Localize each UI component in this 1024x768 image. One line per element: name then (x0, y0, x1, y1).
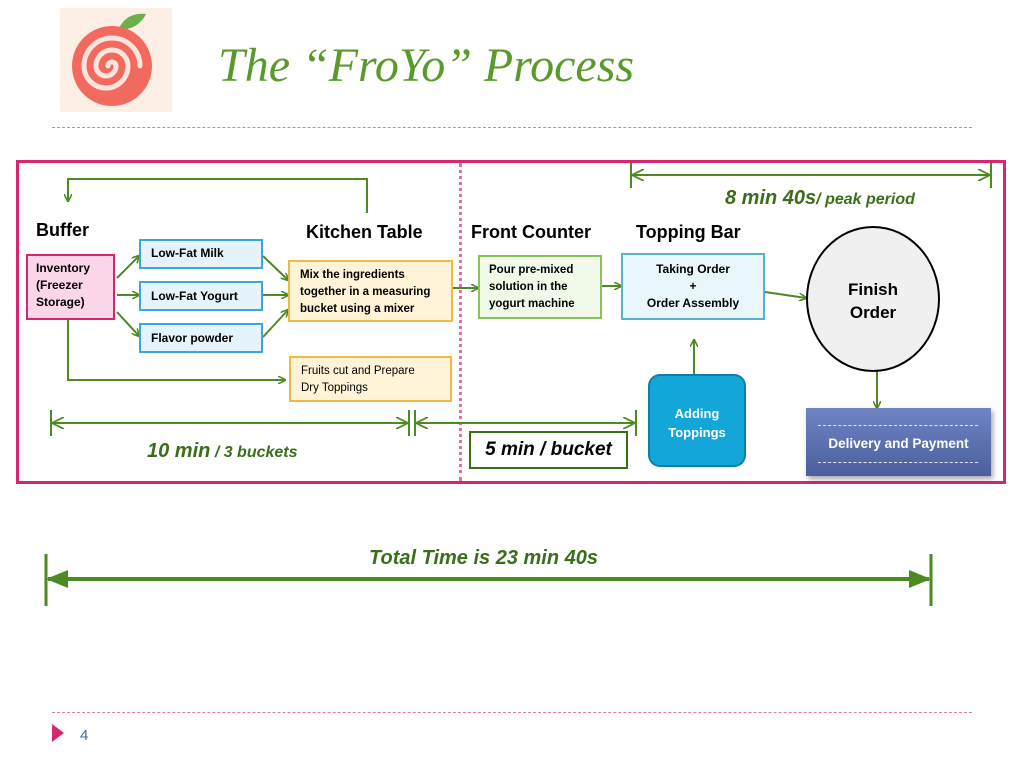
low-fat-yogurt-box: Low-Fat Yogurt (139, 281, 263, 311)
page-number: 4 (80, 727, 89, 744)
taking-order-line-1: Taking Order (656, 262, 730, 276)
taking-order-line-3: Order Assembly (646, 296, 740, 310)
front-counter-time-label: 5 min / bucket (485, 439, 612, 460)
timeline-kitchen (50, 410, 410, 436)
arrow-inventory-fruits (67, 318, 285, 380)
heading-buffer: Buffer (36, 220, 89, 240)
top-divider (52, 127, 972, 128)
topping-time-sub: / peak period (816, 191, 915, 208)
adding-toppings-line-2: Toppings (668, 425, 726, 440)
heading-kitchen-table: Kitchen Table (306, 222, 423, 242)
inventory-line-2: (Freezer (36, 278, 83, 292)
adding-toppings-line-1: Adding (674, 406, 720, 421)
arrow-milk-mix (262, 255, 288, 280)
kitchen-time-label: 10 min / 3 buckets (147, 440, 298, 463)
flavor-powder-box: Flavor powder (139, 323, 263, 353)
timeline-topping (630, 163, 992, 188)
low-fat-milk-box: Low-Fat Milk (139, 239, 263, 269)
arrow-flavor-mix (262, 310, 288, 338)
heading-topping-bar: Topping Bar (636, 222, 741, 242)
kitchen-time-main: 10 min (147, 440, 211, 462)
fruits-box: Fruits cut and Prepare Dry Toppings (289, 356, 452, 402)
delivery-bottom-rule (818, 462, 978, 463)
pour-box: Pour pre-mixed solution in the yogurt ma… (478, 255, 602, 319)
delivery-box: Delivery and Payment (806, 408, 991, 476)
pour-line-1: Pour pre-mixed (489, 264, 574, 276)
adding-toppings-box: Adding Toppings (648, 374, 746, 467)
mix-line-3: bucket using a mixer (300, 303, 415, 315)
mix-line-1: Mix the ingredients (300, 269, 405, 281)
heading-front-counter: Front Counter (471, 222, 591, 242)
arrow-inventory-milk (116, 256, 139, 279)
mix-line-2: together in a measuring (300, 286, 431, 298)
pour-line-2: solution in the (489, 281, 568, 293)
mix-ingredients-box: Mix the ingredients together in a measur… (288, 260, 453, 322)
timeline-total (44, 554, 933, 606)
arrow-order-finish (764, 291, 806, 298)
bottom-divider (52, 712, 972, 713)
finish-order-line-1: Finish (847, 280, 899, 299)
fruits-line-2: Dry Toppings (301, 382, 368, 394)
topping-time-main: 8 min 40s (725, 187, 817, 209)
arrow-inventory-flavor (116, 311, 139, 336)
slide-title: The “FroYo” Process (218, 39, 635, 92)
logo (60, 8, 172, 112)
kitchen-time-sub: / 3 buckets (214, 444, 298, 461)
finish-order-circle: Finish Order (806, 226, 940, 372)
timeline-front-counter (414, 410, 637, 436)
delivery-top-rule (818, 425, 978, 426)
fruits-line-1: Fruits cut and Prepare (301, 365, 415, 377)
taking-order-line-2: + (689, 279, 697, 293)
pour-line-3: yogurt machine (489, 298, 575, 310)
process-frame (16, 160, 1006, 484)
play-marker-icon (52, 724, 64, 742)
taking-order-box: Taking Order + Order Assembly (621, 253, 765, 320)
total-time-label: Total Time is 23 min 40s (369, 547, 598, 569)
inventory-line-1: Inventory (36, 261, 91, 275)
section-divider (459, 163, 462, 481)
delivery-label: Delivery and Payment (828, 436, 969, 451)
front-counter-time-box: 5 min / bucket (469, 431, 628, 469)
flavor-powder-label: Flavor powder (151, 331, 234, 345)
topping-time-label: 8 min 40s/ peak period (725, 187, 915, 210)
inventory-box: Inventory (Freezer Storage) (26, 254, 115, 320)
return-arrow (68, 178, 368, 213)
low-fat-milk-label: Low-Fat Milk (151, 246, 224, 260)
low-fat-yogurt-label: Low-Fat Yogurt (151, 289, 238, 303)
swirl-logo-icon (60, 8, 172, 112)
inventory-line-3: Storage) (36, 295, 85, 309)
finish-order-line-2: Order (849, 303, 897, 322)
